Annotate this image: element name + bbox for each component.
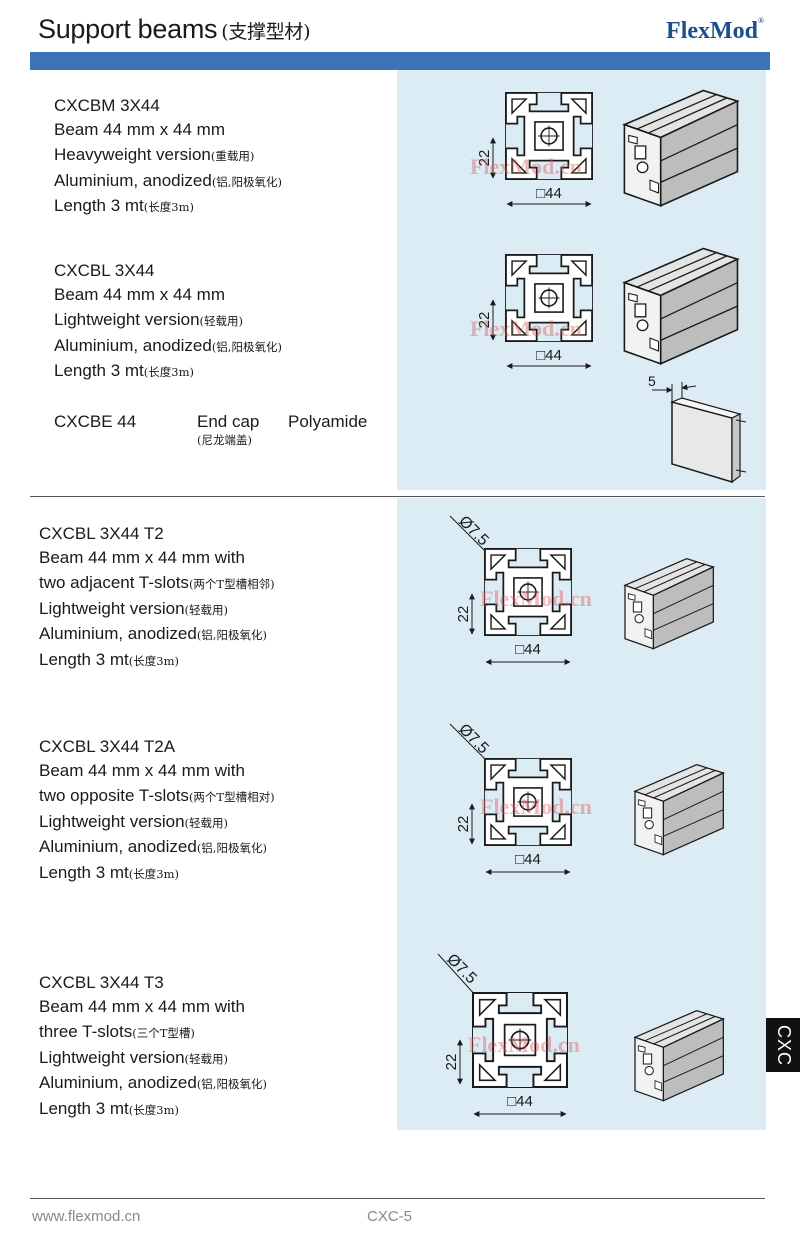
spec-line: Lightweight version(轻载用) — [39, 811, 229, 831]
spec-line: Beam 44 mm x 44 mm with — [39, 996, 245, 1016]
section-side-tab: CXC — [766, 1018, 800, 1072]
product-code: CXCBL 3X44 T2 — [39, 524, 164, 543]
dim-label-hole: Ø7.5 — [455, 721, 492, 758]
brand-logo: FlexMod® — [666, 16, 764, 45]
spec-line: Length 3 mt(长度3m) — [39, 649, 179, 669]
brand-name: FlexMod — [666, 18, 759, 44]
spec-line: three T-slots(三个T型槽) — [39, 1022, 195, 1042]
dim-label-side: □44 — [536, 347, 562, 364]
product-code: CXCBL 3X44 T3 — [39, 973, 164, 992]
cross-section-drawing-cxcbl: 22 □44 FlexMod.cn — [470, 247, 739, 369]
endcap-drawing: 5 — [648, 373, 747, 484]
page-header: Support beams(支撑型材) FlexMod® — [0, 0, 800, 52]
dim-label-half: 22 — [455, 816, 472, 833]
watermark: FlexMod.cn — [480, 586, 592, 611]
spec-line: Beam 44 mm x 44 mm — [54, 284, 225, 304]
dim-label-side: □44 — [515, 851, 541, 868]
endcap-material: Polyamide — [288, 412, 368, 431]
spec-line: Beam 44 mm x 44 mm — [54, 119, 225, 139]
dim-label-half: 22 — [476, 150, 493, 167]
spec-line: Length 3 mt(长度3m) — [54, 196, 194, 216]
spec-line: Length 3 mt(长度3m) — [54, 361, 194, 381]
watermark: FlexMod.cn — [470, 316, 582, 341]
page-title-cn: (支撑型材) — [221, 21, 311, 43]
product-cxcbl-3x44-t2: CXCBL 3X44 T2 Beam 44 mm x 44 mm with tw… — [39, 522, 275, 674]
page-title: Support beams(支撑型材) — [38, 14, 311, 45]
spec-line: Aluminium, anodized(铝,阳极氧化) — [54, 335, 282, 355]
product-cxcbl-3x44-t2a: CXCBL 3X44 T2A Beam 44 mm x 44 mm with t… — [39, 735, 275, 887]
footer-divider — [30, 1198, 765, 1199]
cross-section-drawing-t2a: Ø7.5 22 □44 FlexMod.cn — [449, 721, 724, 875]
spec-line: two adjacent T-slots(两个T型槽相邻) — [39, 573, 275, 593]
product-cxcbl-3x44: CXCBL 3X44 Beam 44 mm x 44 mm Lightweigh… — [54, 259, 282, 385]
dim-label-half: 22 — [476, 312, 493, 329]
dim-label-half: 22 — [455, 606, 472, 623]
watermark: FlexMod.cn — [470, 154, 582, 179]
spec-line: Length 3 mt(长度3m) — [39, 862, 179, 882]
spec-line: Length 3 mt(长度3m) — [39, 1098, 179, 1118]
dim-label-side: □44 — [515, 641, 541, 658]
brand-registered-mark: ® — [758, 16, 764, 25]
product-code: CXCBL 3X44 T2A — [39, 737, 176, 756]
header-bar — [30, 52, 770, 70]
cross-section-drawing-t3: Ø7.5 22 □44 FlexMod.cn — [437, 951, 724, 1117]
page-title-text: Support beams — [38, 14, 218, 44]
dim-label-hole: Ø7.5 — [443, 951, 480, 988]
section-divider — [30, 496, 765, 497]
product-code: CXCBM 3X44 — [54, 96, 160, 115]
spec-line: Lightweight version(轻载用) — [39, 598, 229, 618]
spec-line: Aluminium, anodized(铝,阳极氧化) — [39, 1073, 267, 1093]
endcap-name-cn: (尼龙端盖) — [197, 433, 252, 447]
dim-label-half: 22 — [443, 1054, 460, 1071]
spec-line: two opposite T-slots(两个T型槽相对) — [39, 786, 275, 806]
product-code: CXCBL 3X44 — [54, 261, 155, 280]
spec-line: Heavyweight version(重载用) — [54, 145, 255, 165]
endcap-dim-label: 5 — [648, 373, 656, 389]
spec-line: Aluminium, anodized(铝,阳极氧化) — [54, 170, 282, 190]
spec-line: Beam 44 mm x 44 mm with — [39, 547, 245, 567]
dim-label-side: □44 — [507, 1093, 533, 1110]
product-cxcbl-3x44-t3: CXCBL 3X44 T3 Beam 44 mm x 44 mm with th… — [39, 971, 267, 1123]
iso-view-cxcbl — [623, 247, 739, 365]
dim-label-side: □44 — [536, 185, 562, 202]
product-cxcbm-3x44: CXCBM 3X44 Beam 44 mm x 44 mm Heavyweigh… — [54, 94, 282, 220]
iso-view-t3 — [634, 1010, 724, 1102]
spec-line: Beam 44 mm x 44 mm with — [39, 760, 245, 780]
watermark: FlexMod.cn — [468, 1032, 580, 1057]
endcap-code: CXCBE 44 — [54, 412, 137, 431]
iso-view-t2 — [624, 558, 714, 650]
iso-view-cxcbm — [623, 89, 739, 207]
endcap-name: End cap — [197, 412, 260, 431]
spec-line: Lightweight version(轻载用) — [39, 1047, 229, 1067]
footer-url[interactable]: www.flexmod.cn — [32, 1208, 141, 1225]
dim-label-hole: Ø7.5 — [455, 513, 492, 550]
cross-section-drawing-cxcbm: 22 □44 FlexMod.cn — [470, 89, 739, 207]
side-tab-label: CXC — [773, 1024, 794, 1066]
spec-line: Aluminium, anodized(铝,阳极氧化) — [39, 837, 267, 857]
footer-page-number: CXC-5 — [367, 1208, 413, 1225]
watermark: FlexMod.cn — [480, 794, 592, 819]
spec-line: Lightweight version(轻载用) — [54, 310, 244, 330]
cross-section-drawing-t2: Ø7.5 22 □44 FlexMod.cn — [449, 513, 714, 665]
spec-line: Aluminium, anodized(铝,阳极氧化) — [39, 624, 267, 644]
iso-view-t2a — [634, 764, 724, 856]
